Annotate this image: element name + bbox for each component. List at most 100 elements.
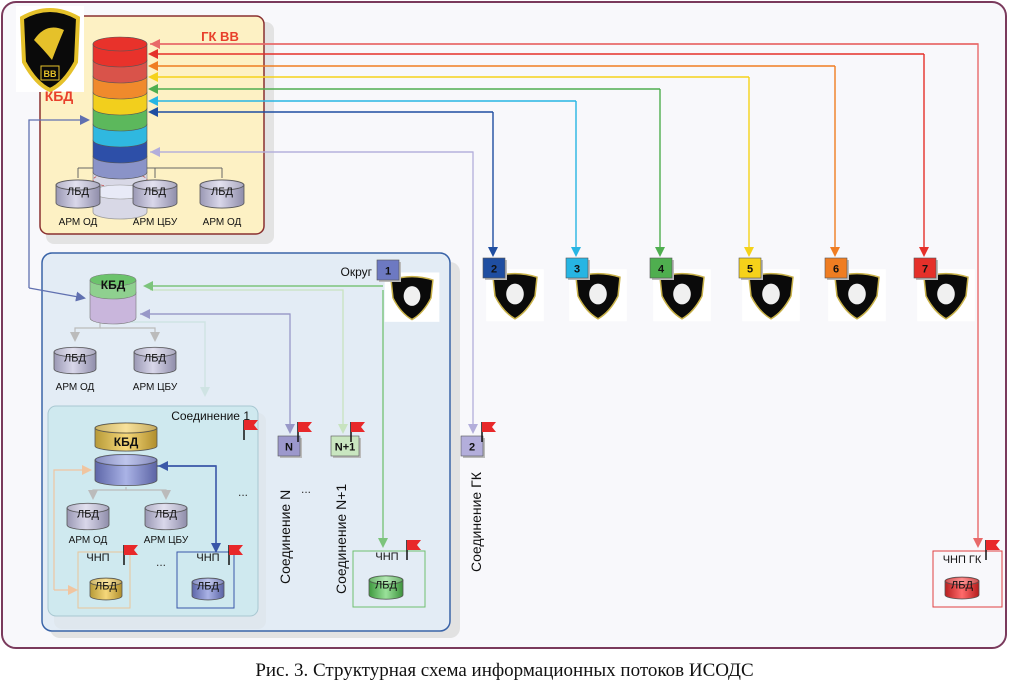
badge-number: N+1 (335, 441, 356, 453)
cylinder-top (66, 502, 110, 514)
district-workstation-label-1: АРМ ОД (56, 382, 95, 393)
posts-ellipsis: ... (156, 555, 166, 569)
db-label: ЛБД (144, 352, 166, 364)
emblem-animal-icon (848, 283, 866, 305)
district-6-emblem (828, 269, 886, 322)
district-4-emblem (653, 269, 711, 322)
cylinder-top (144, 502, 188, 514)
badge-number: 4 (658, 263, 665, 275)
formation-n-label: Соединение N (277, 490, 293, 584)
cylinder-body (89, 581, 123, 601)
figure-caption: Рис. 3. Структурная схема информационных… (255, 660, 754, 681)
hq-post-box (932, 550, 1003, 608)
cylinder-top (199, 179, 245, 191)
db-label: ЛБД (64, 352, 86, 364)
db-lower (89, 291, 137, 325)
district-local-db-1: ЛБД (53, 346, 97, 375)
cylinder-top-highlight (96, 455, 156, 465)
emblem-animal-icon (937, 283, 955, 305)
cylinder-top-highlight (68, 504, 108, 512)
cylinder-body (199, 184, 245, 209)
cylinder-top (132, 179, 178, 191)
db-top (89, 273, 137, 287)
hq-local-db-3: ЛБД (199, 179, 245, 209)
flag-cloth (986, 540, 1000, 550)
post-flag-1 (123, 545, 138, 565)
district-post-flag (406, 540, 421, 560)
post-box-1 (77, 551, 131, 609)
formation1-local-db-1: ЛБД (66, 502, 110, 531)
district-3-emblem (569, 269, 627, 322)
cylinder-body (66, 507, 110, 531)
badge-box (738, 257, 762, 279)
district-central-db: КБД (89, 273, 137, 325)
district-post-db: ЛБД (368, 575, 404, 600)
cylinder-top-highlight (135, 348, 175, 356)
badge-box (460, 435, 484, 457)
district-2-badge: 2 (482, 257, 507, 280)
hq-local-db-2: ЛБД (132, 179, 178, 209)
formations-ellipsis: ... (301, 482, 311, 496)
flag-cloth (482, 422, 496, 432)
badge-number: 7 (922, 263, 928, 275)
badge-number: N (285, 441, 293, 453)
hq-db-label: КБД (45, 88, 74, 104)
district-db-label: КБД (101, 278, 126, 292)
district-post-box (352, 550, 426, 608)
badge-box (277, 435, 301, 457)
hq-workstation-label-2: АРМ ЦБУ (133, 217, 178, 228)
district-title: Округ (341, 265, 373, 279)
db-label: ЛБД (375, 579, 397, 591)
db-label: ЛБД (95, 581, 117, 593)
badge-box (913, 257, 937, 279)
badge-box (649, 257, 673, 279)
formation-n-flag (297, 422, 312, 442)
district-db-connector (100, 327, 160, 342)
district-5-badge: 5 (738, 257, 763, 280)
flag-cloth (229, 545, 243, 555)
hq-district-link (28, 115, 90, 288)
badge-number: 1 (385, 265, 391, 277)
hq-post-label: ЧНП ГК (943, 554, 982, 566)
cylinder-top-highlight (134, 180, 176, 190)
db-label: ЛБД (211, 186, 233, 198)
hq-formation-label: Соединение ГК (468, 471, 484, 572)
cylinder-body (191, 581, 225, 601)
emblem-label-box (40, 65, 60, 81)
badge-number: 6 (833, 263, 839, 275)
cylinder-body (132, 184, 178, 209)
formation1-connector (88, 487, 127, 500)
griffin-icon (34, 27, 64, 61)
cylinder-top-highlight (193, 579, 223, 585)
district-to-formation1-line (130, 321, 210, 397)
post-label-2: ЧНП (196, 552, 219, 564)
formation-n1-flag (350, 422, 365, 442)
formation1-local-db-2: ЛБД (144, 502, 188, 531)
emblem-text: ВВ (44, 69, 57, 79)
emblem-animal-icon (673, 283, 691, 305)
cylinder-top-highlight (96, 423, 156, 433)
post-flag-2 (228, 545, 243, 565)
district-3-badge: 3 (565, 257, 590, 280)
hq-workstation-label-3: АРМ ОД (203, 217, 242, 228)
flag-cloth (407, 540, 421, 550)
cylinder-top (133, 346, 177, 358)
db-label: ЛБД (155, 508, 177, 520)
formation1-flag (243, 420, 258, 440)
hq-local-db-1: ЛБД (55, 179, 101, 209)
badge-box (565, 257, 589, 279)
flag-cloth (298, 422, 312, 432)
flag-cloth (351, 422, 365, 432)
formation-n1-badge: N+1 (330, 435, 361, 458)
cylinder-top (89, 577, 123, 587)
formation1-connector (126, 489, 171, 500)
hq-formation-badge: 2 (460, 435, 485, 458)
badge-box (376, 259, 400, 281)
district-7-badge: 7 (913, 257, 938, 280)
formation1-db-bottom (94, 453, 158, 486)
cylinder-top (55, 179, 101, 191)
formation1-workstation-label-1: АРМ ОД (69, 535, 108, 546)
badge-number: 5 (747, 263, 753, 275)
diagram-elements: ВВ ЛБД АРМ ОД ЛБД АРМ ЦБУ ЛБД АРМ ОД КБД ЛБД АРМ … (16, 6, 1003, 609)
district-local-db-2: ЛБД (133, 346, 177, 375)
